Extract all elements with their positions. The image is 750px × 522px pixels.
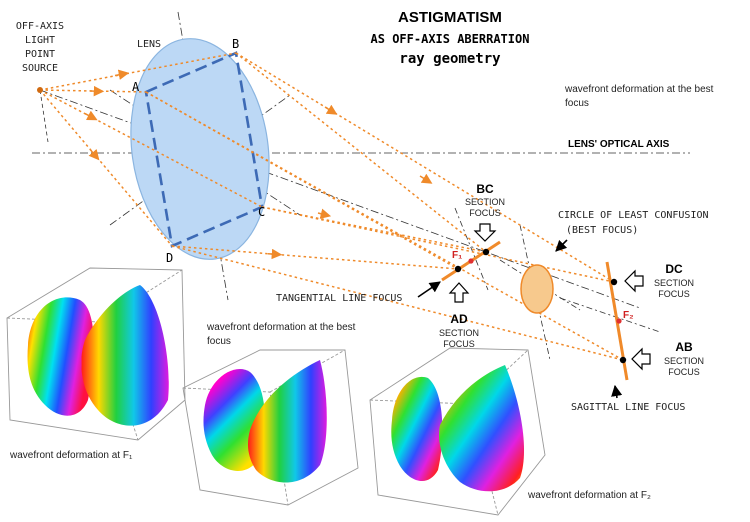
source-label-3: POINT (25, 49, 55, 60)
source-label-2: LIGHT (25, 35, 55, 46)
incident-ray-arrows (84, 69, 130, 161)
dc-label-group: DC SECTION FOCUS (654, 262, 694, 299)
ad-sub2: FOCUS (443, 339, 475, 349)
ab-label: AB (675, 340, 693, 354)
wavefront-f2-lobe-right (439, 365, 525, 492)
ab-sub1: SECTION (664, 356, 704, 366)
wf-best-label-1: wavefront deformation at the best (206, 322, 356, 333)
refracted-ray-arrows (267, 104, 433, 260)
best-focus-top-label-2: focus (565, 98, 589, 109)
ad-focus-dot (454, 265, 462, 273)
source-label: OFF-AXIS LIGHT POINT SOURCE (16, 21, 64, 74)
sagittal-label: SAGITTAL LINE FOCUS (571, 402, 685, 413)
f1-dot (468, 258, 474, 264)
source-label-1: OFF-AXIS (16, 21, 64, 32)
pointer-arrows (417, 239, 623, 399)
circle-label-2: (BEST FOCUS) (566, 225, 638, 236)
source-label-4: SOURCE (22, 63, 58, 74)
dc-left-arrow (624, 269, 644, 293)
circle-of-least-confusion (520, 264, 554, 314)
optical-axis-label: LENS' OPTICAL AXIS (568, 139, 670, 150)
bc-sub2: FOCUS (469, 208, 501, 218)
ab-label-group: AB SECTION FOCUS (664, 340, 704, 377)
f1-label: F₁ (452, 250, 462, 261)
wavefront-f1-lobe-right (81, 285, 169, 426)
wf-f2-label: wavefront deformation at F₂ (527, 490, 651, 501)
point-c-label: C (258, 205, 265, 219)
source-drop-line (39, 89, 49, 143)
refracted-rays (145, 52, 624, 361)
block-arrows (448, 223, 651, 371)
lens-tilt-axis-2 (109, 94, 291, 226)
title-sub: AS OFF-AXIS ABERRATION (371, 32, 530, 46)
f2-axis (559, 297, 661, 333)
ad-up-arrow (448, 282, 470, 303)
wavefront-best-lobe-right (248, 360, 327, 483)
incident-rays (39, 52, 263, 247)
ad-sub1: SECTION (439, 328, 479, 338)
title-main: ASTIGMATISM (398, 9, 502, 26)
f2-label: F₂ (623, 310, 634, 321)
ab-sub2: FOCUS (668, 367, 700, 377)
bc-label-group: BC SECTION FOCUS (465, 182, 505, 218)
best-focus-axis (519, 224, 551, 361)
wavefront-box-f2 (369, 347, 546, 516)
bc-sub1: SECTION (465, 197, 505, 207)
title-group: ASTIGMATISM AS OFF-AXIS ABERRATION ray g… (371, 9, 530, 67)
dc-focus-dot (610, 278, 618, 286)
tangential-label: TANGENTIAL LINE FOCUS (276, 293, 402, 304)
circle-label-1: CIRCLE OF LEAST CONFUSION (558, 210, 709, 221)
light-source-point (37, 87, 43, 93)
ad-label: AD (450, 312, 468, 326)
dc-sub2: FOCUS (658, 289, 690, 299)
ab-focus-dot (619, 356, 627, 364)
point-d-label: D (166, 251, 173, 265)
lens-ellipse (130, 38, 270, 260)
bc-down-arrow (473, 223, 497, 242)
wf-f1-label: wavefront deformation at F₁ (9, 450, 133, 461)
dc-label: DC (665, 262, 683, 276)
wavefront-f1-lobe-left (27, 297, 94, 416)
wavefront-f2-lobe-left (391, 376, 443, 482)
lens-label: LENS (137, 39, 161, 50)
wavefront-box-best (182, 349, 359, 506)
dc-sub1: SECTION (654, 278, 694, 288)
bc-focus-axis (454, 207, 489, 291)
bc-focus-dot (482, 248, 490, 256)
ab-left-arrow (631, 347, 651, 371)
wavefront-box-f1 (6, 267, 186, 441)
point-a-label: A (132, 80, 140, 94)
best-focus-top-label-1: wavefront deformation at the best (564, 84, 714, 95)
bc-label: BC (476, 182, 494, 196)
ad-label-group: AD SECTION FOCUS (439, 312, 479, 349)
title-sub2: ray geometry (399, 51, 501, 67)
wf-best-label-2: focus (207, 336, 231, 347)
f2-dot (616, 318, 622, 324)
point-b-label: B (232, 37, 239, 51)
